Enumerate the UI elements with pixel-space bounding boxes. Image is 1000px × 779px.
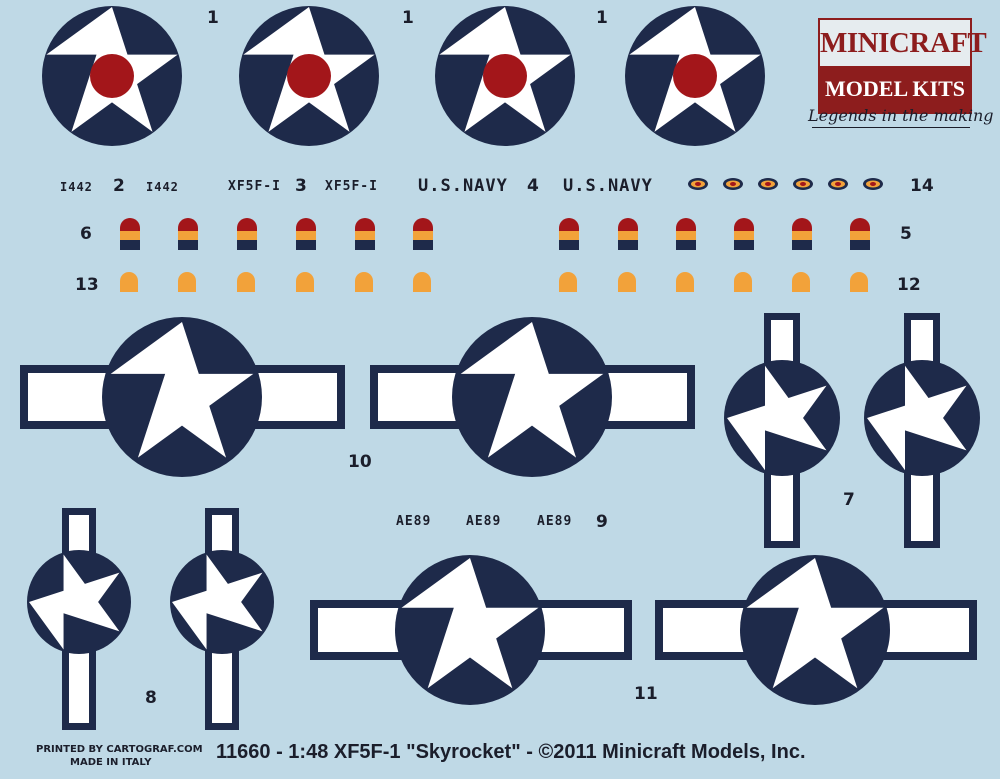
us-navy-stencil-b: U.S.NAVY bbox=[563, 176, 653, 196]
decal-number-13: 13 bbox=[75, 275, 99, 295]
decal-number-2: 2 bbox=[113, 176, 125, 196]
vertical-star-and-bar-8a bbox=[27, 508, 131, 730]
roundel-red-center-3 bbox=[435, 6, 575, 146]
decal-number-1c: 1 bbox=[596, 8, 608, 28]
decal-number-1b: 1 bbox=[402, 8, 414, 28]
star-and-bar-11b bbox=[655, 555, 977, 705]
decal-number-4: 4 bbox=[527, 176, 539, 196]
serial-stencil-a: I442 bbox=[60, 180, 93, 194]
printer-credit: PRINTED BY CARTOGRAF.COM bbox=[36, 744, 203, 755]
orange-tips-13 bbox=[120, 272, 431, 292]
decal-number-8: 8 bbox=[145, 688, 157, 708]
decal-number-7: 7 bbox=[843, 490, 855, 510]
orange-tips-12 bbox=[559, 272, 868, 292]
logo-brand-name: MINICRAFT bbox=[820, 27, 987, 59]
decal-number-12: 12 bbox=[897, 275, 921, 295]
tail-stripes-5 bbox=[559, 218, 870, 250]
model-stencil-b: XF5F-I bbox=[325, 179, 378, 194]
decal-number-1a: 1 bbox=[207, 8, 219, 28]
code-stencil-c: AE89 bbox=[537, 514, 573, 529]
tagline-underline bbox=[812, 127, 970, 128]
tail-stripes-6 bbox=[120, 218, 433, 250]
star-and-bar-9 bbox=[370, 317, 695, 477]
vertical-star-and-bar-7a bbox=[724, 313, 840, 548]
vertical-star-and-bar-8b bbox=[170, 508, 274, 730]
small-ovals-14 bbox=[688, 178, 883, 190]
logo-model-kits: MODEL KITS bbox=[820, 66, 970, 112]
decal-number-10: 10 bbox=[348, 452, 372, 472]
vertical-star-and-bar-7b bbox=[864, 313, 980, 548]
minicraft-logo: MINICRAFT MODEL KITS bbox=[818, 18, 987, 114]
decal-number-9: 9 bbox=[596, 512, 608, 532]
made-in-label: MADE IN ITALY bbox=[70, 757, 152, 768]
brand-tagline: Legends in the making bbox=[808, 106, 994, 125]
roundel-red-center-1 bbox=[42, 6, 182, 146]
sheet-title: 11660 - 1:48 XF5F-1 "Skyrocket" - ©2011 … bbox=[216, 741, 806, 763]
code-stencil-a: AE89 bbox=[396, 514, 432, 529]
model-stencil-a: XF5F-I bbox=[228, 179, 281, 194]
decal-number-11: 11 bbox=[634, 684, 658, 704]
roundel-red-center-2 bbox=[239, 6, 379, 146]
code-stencil-b: AE89 bbox=[466, 514, 502, 529]
us-navy-stencil-a: U.S.NAVY bbox=[418, 176, 508, 196]
star-and-bar-11a bbox=[310, 555, 632, 705]
roundel-red-center-4 bbox=[625, 6, 765, 146]
decal-number-6: 6 bbox=[80, 224, 92, 244]
decal-number-14: 14 bbox=[910, 176, 934, 196]
star-and-bar-10 bbox=[20, 317, 345, 477]
decal-number-5: 5 bbox=[900, 224, 912, 244]
decal-number-3: 3 bbox=[295, 176, 307, 196]
serial-stencil-b: I442 bbox=[146, 180, 179, 194]
